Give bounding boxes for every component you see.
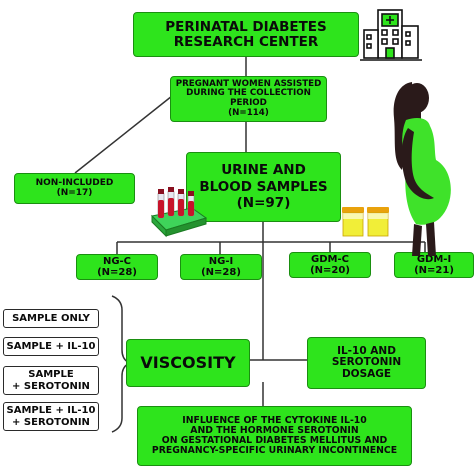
conclusion-box: INFLUENCE OF THE CYTOKINE IL-10 AND THE … xyxy=(137,406,412,466)
urine-cups-icon xyxy=(342,207,389,237)
center-box: PERINATAL DIABETES RESEARCH CENTER xyxy=(133,12,359,57)
pregnant-woman-icon xyxy=(393,82,451,256)
dosage-box: IL-10 AND SEROTONIN DOSAGE xyxy=(307,337,426,389)
group-gdm-i-box: GDM-I (N=21) xyxy=(394,252,474,278)
viscosity-box: VISCOSITY xyxy=(126,339,250,387)
condition-sample-only: SAMPLE ONLY xyxy=(3,309,99,328)
connector-pregnant-noninc xyxy=(74,95,173,174)
group-gdm-c-box: GDM-C (N=20) xyxy=(289,252,371,278)
samples-box: URINE AND BLOOD SAMPLES (N=97) xyxy=(186,152,341,222)
blood-tubes-icon xyxy=(150,187,208,238)
non-included-box: NON-INCLUDED (N=17) xyxy=(14,173,135,204)
group-ng-c-box: NG-C (N=28) xyxy=(76,254,158,280)
group-ng-i-box: NG-I (N=28) xyxy=(180,254,262,280)
condition-sample-il10: SAMPLE + IL-10 xyxy=(3,337,99,356)
hospital-icon xyxy=(360,9,422,61)
condition-sample-serotonin: SAMPLE + SEROTONIN xyxy=(3,366,99,395)
pregnant-women-box: PREGNANT WOMEN ASSISTED DURING THE COLLE… xyxy=(170,76,327,122)
condition-sample-il10-serotonin: SAMPLE + IL-10 + SEROTONIN xyxy=(3,402,99,431)
